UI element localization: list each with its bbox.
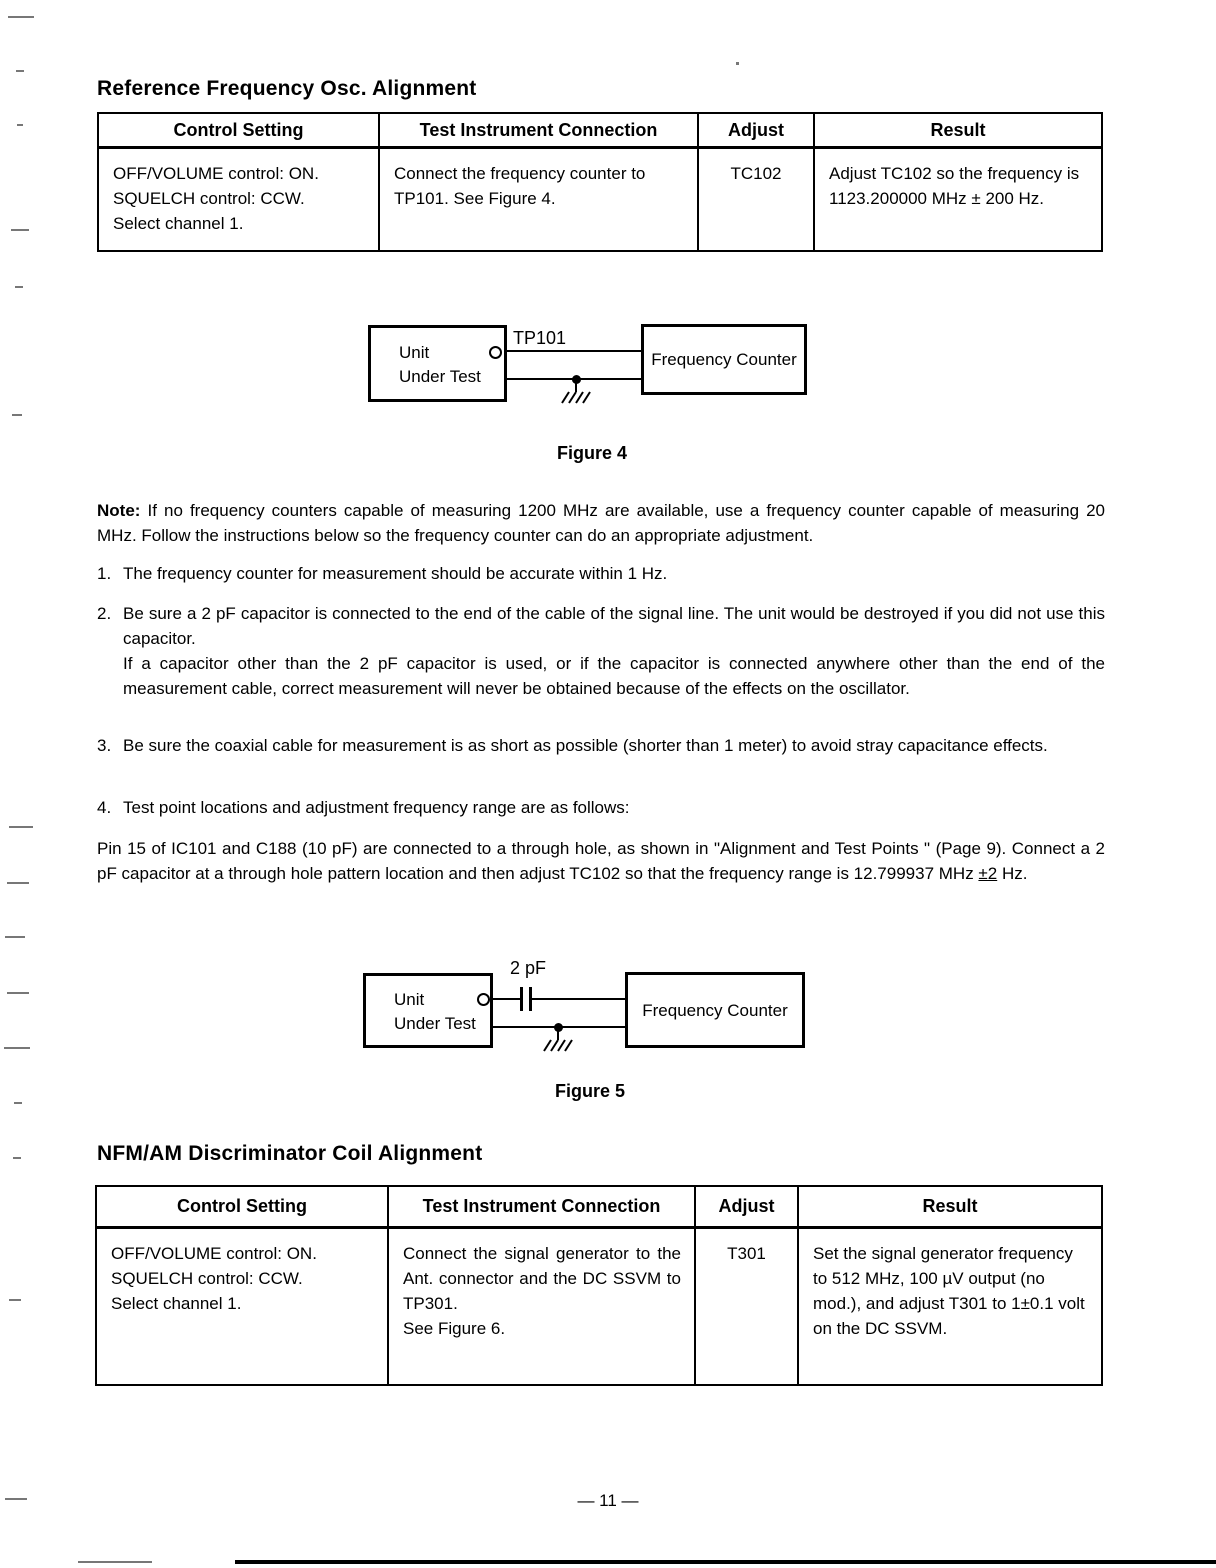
figure5-signal-wire-left xyxy=(486,998,520,1000)
figure4-tp101-label: TP101 xyxy=(513,328,567,348)
table1-cell-connection: Connect the frequency counter to TP101. … xyxy=(378,149,697,250)
table1-cell-adjust: TC102 xyxy=(697,149,813,250)
scan-artifact-dash xyxy=(78,1561,152,1563)
figure5-caption: Figure 5 xyxy=(554,1081,625,1101)
list-item-4: 4. Test point locations and adjustment f… xyxy=(97,795,1105,820)
figure4-signal-wire xyxy=(500,350,642,352)
table1-header-result: Result xyxy=(813,114,1101,146)
list-item-1-number: 1. xyxy=(97,564,112,583)
table2-header-control-setting: Control Setting xyxy=(177,1196,307,1216)
scan-artifact-dash xyxy=(5,936,25,938)
list-item-3: 3. Be sure the coaxial cable for measure… xyxy=(97,733,1105,758)
table1-header-control-setting: Control Setting xyxy=(173,119,304,140)
scan-artifact-dash xyxy=(7,992,29,994)
table1-cell-result: Adjust TC102 so the frequency is 1123.20… xyxy=(813,149,1101,250)
scan-artifact-dash xyxy=(17,124,23,126)
figure5-frequency-counter-label: Frequency Counter xyxy=(642,1000,788,1020)
list-item-3-number: 3. xyxy=(97,736,112,755)
figure4-ground-symbol-icon xyxy=(561,391,591,404)
page-number: — 11 — xyxy=(577,1491,639,1510)
scan-artifact-dash xyxy=(4,1047,30,1049)
figure5-capacitor-label: 2 pF xyxy=(510,958,547,978)
scan-artifact-dash xyxy=(15,286,23,288)
list-item-4-text: Test point locations and adjustment freq… xyxy=(123,798,630,817)
figure5-unit-under-test-label: Unit Under Test xyxy=(394,990,476,1033)
table1-header-row: Control Setting Test Instrument Connecti… xyxy=(99,114,1101,149)
table2-header-connection: Test Instrument Connection xyxy=(387,1187,694,1226)
list-item-2: 2. Be sure a 2 pF capacitor is connected… xyxy=(97,601,1105,701)
figure5-capacitor-plate-left xyxy=(520,987,523,1011)
figure5-unit-under-test-box: Unit Under Test xyxy=(363,973,493,1048)
table1-header-adjust: Adjust xyxy=(697,114,813,146)
alignment-table-1: Control Setting Test Instrument Connecti… xyxy=(97,112,1103,252)
scan-artifact-dash xyxy=(8,16,34,18)
table1-data-row: OFF/VOLUME control: ON. SQUELCH control:… xyxy=(99,149,1101,250)
figure4-unit-under-test-box: Unit Under Test xyxy=(368,325,507,402)
note-text: If no frequency counters capable of meas… xyxy=(97,501,1105,545)
scan-artifact-dash xyxy=(9,826,33,828)
table1-cell-control-setting: OFF/VOLUME control: ON. SQUELCH control:… xyxy=(113,164,319,233)
figure5-signal-wire-right xyxy=(532,998,625,1000)
section1-title: Reference Frequency Osc. Alignment xyxy=(97,77,477,100)
pin-paragraph: Pin 15 of IC101 and C188 (10 pF) are con… xyxy=(97,836,1105,886)
list-item-1-text: The frequency counter for measurement sh… xyxy=(123,564,668,583)
table2-header-row: Control Setting Test Instrument Connecti… xyxy=(97,1187,1101,1229)
scan-artifact-dash xyxy=(16,70,24,72)
table2-header-adjust: Adjust xyxy=(694,1187,797,1226)
list-item-2-number: 2. xyxy=(97,604,112,623)
table2-cell-control-setting: OFF/VOLUME control: ON. SQUELCH control:… xyxy=(111,1244,317,1313)
pin-paragraph-lead: Pin 15 of IC101 and C188 (10 pF) are con… xyxy=(97,839,1105,883)
list-item-4-number: 4. xyxy=(97,798,112,817)
table2-cell-connection: Connect the signal generator to the Ant.… xyxy=(387,1229,694,1384)
scan-artifact-dot xyxy=(736,62,739,65)
scan-artifact-dash xyxy=(12,414,22,416)
table2-header-result: Result xyxy=(797,1187,1101,1226)
note-label: Note: xyxy=(97,501,141,520)
figure5-ground-stub xyxy=(557,1027,559,1040)
alignment-table-2: Control Setting Test Instrument Connecti… xyxy=(95,1185,1103,1386)
list-item-1: 1. The frequency counter for measurement… xyxy=(97,561,1105,586)
figure4-unit-under-test-label: Unit Under Test xyxy=(399,343,481,386)
page-bottom-scan-bar xyxy=(235,1560,1216,1564)
note-paragraph: Note: If no frequency counters capable o… xyxy=(97,498,1105,548)
figure5-test-point-terminal-icon xyxy=(477,993,490,1006)
scan-artifact-dash xyxy=(11,229,29,231)
list-item-2-text: Be sure a 2 pF capacitor is connected to… xyxy=(123,604,1105,698)
scan-artifact-dash xyxy=(7,882,29,884)
scan-artifact-dash xyxy=(13,1157,21,1159)
figure5-frequency-counter-box: Frequency Counter xyxy=(625,972,805,1048)
table2-cell-result: Set the signal generator frequency to 51… xyxy=(797,1229,1101,1384)
figure4-ground-stub xyxy=(575,379,577,392)
scan-artifact-dash xyxy=(14,1102,22,1104)
scan-artifact-dash xyxy=(9,1299,21,1301)
figure4-test-point-terminal-icon xyxy=(489,346,502,359)
table2-cell-adjust: T301 xyxy=(694,1229,797,1384)
figure4-frequency-counter-label: Frequency Counter xyxy=(651,350,797,369)
section2-title: NFM/AM Discriminator Coil Alignment xyxy=(97,1142,483,1165)
figure5-capacitor-plate-right xyxy=(529,987,532,1011)
pin-paragraph-tolerance: ±2 xyxy=(978,864,998,883)
pin-paragraph-tail: Hz. xyxy=(997,864,1028,883)
list-item-3-text: Be sure the coaxial cable for measuremen… xyxy=(123,736,1048,755)
scan-artifact-dash xyxy=(5,1498,27,1500)
table2-data-row: OFF/VOLUME control: ON. SQUELCH control:… xyxy=(97,1229,1101,1384)
figure4-frequency-counter-box: Frequency Counter xyxy=(641,324,807,395)
figure5-ground-symbol-icon xyxy=(543,1039,573,1052)
table1-header-connection: Test Instrument Connection xyxy=(378,114,697,146)
figure4-caption: Figure 4 xyxy=(556,443,627,463)
